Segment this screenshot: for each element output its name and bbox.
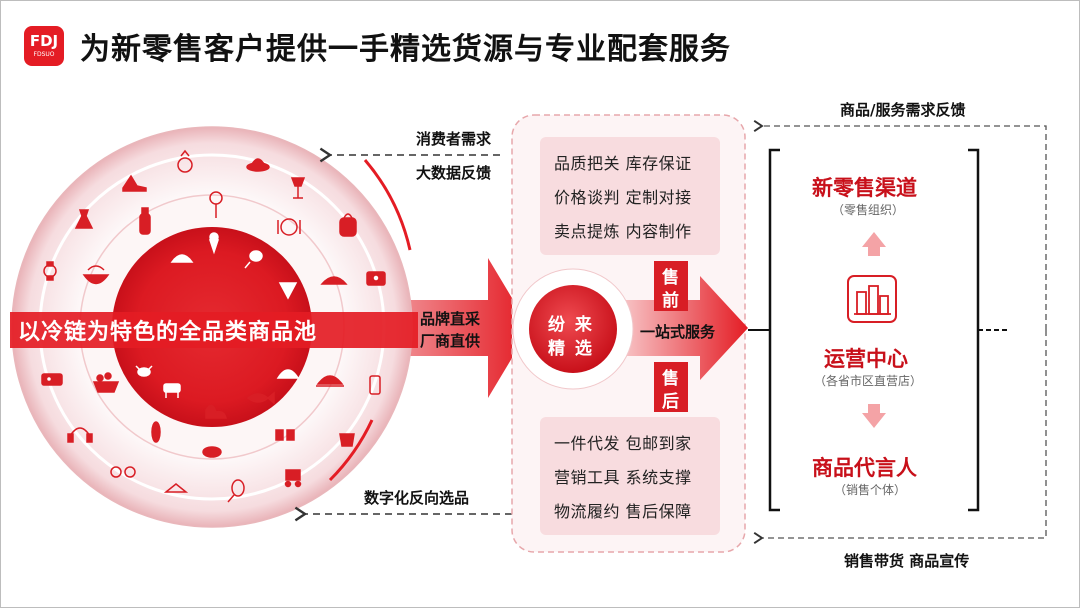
logo-text: FDJ <box>29 32 59 50</box>
lamp-icon <box>290 177 306 199</box>
lollipop-icon <box>209 191 223 218</box>
down-arrow-icon <box>862 404 886 428</box>
logo-subtext: FDSUO <box>33 51 55 58</box>
food-basket-icon <box>92 372 120 393</box>
product-pool-label: 以冷链为特色的全品类商品池 <box>18 320 318 345</box>
pizza-icon <box>278 282 298 300</box>
post-sale-item: 一件代发 包邮到家 <box>554 434 692 453</box>
pre-sale-tag-char1: 售 <box>662 268 679 288</box>
pre-sale-tag <box>654 261 688 311</box>
reverse-selection-label: 数字化反向选品 <box>364 489 470 507</box>
noodles-icon <box>82 265 110 285</box>
one-stop-service-label: 一站式服务 <box>640 323 716 341</box>
hub-circle <box>529 285 617 373</box>
taco-icon <box>170 254 194 263</box>
heel-shoe-icon <box>122 174 147 192</box>
fish-icon <box>246 391 275 405</box>
watch-icon <box>43 261 57 281</box>
page-title: 为新零售客户提供一手精选货源与专业配套服务 <box>80 32 731 67</box>
goose-icon <box>205 404 227 419</box>
drumstick-icon <box>244 250 263 269</box>
hub-title-line1: 纷 来 <box>548 315 594 335</box>
pre-sale-item: 价格谈判 定制对接 <box>554 188 692 207</box>
service-feedback-arrow <box>753 119 1047 330</box>
pre-sale-item: 品质把关 库存保证 <box>554 154 692 173</box>
consumer-demand-label: 消费者需求 <box>416 130 492 148</box>
factory-direct-label: 厂商直供 <box>420 332 481 350</box>
backpack-icon <box>339 213 357 237</box>
pre-sale-tag-char2: 前 <box>662 291 679 311</box>
crab-icon <box>135 365 153 377</box>
ice-cream-icon <box>208 232 220 255</box>
channel-sub-ambassador: （销售个体） <box>834 483 907 497</box>
right-bracket-left <box>768 148 780 512</box>
pre-sale-box <box>540 137 720 255</box>
channel-name-retail: 新零售渠道 <box>812 176 917 200</box>
pool-label-band <box>10 312 418 348</box>
headphones-icon <box>67 427 93 443</box>
shell-icon <box>276 369 300 379</box>
supply-arrow <box>330 258 530 398</box>
channel-sub-retail: （零售组织） <box>832 203 905 217</box>
service-feedback-label: 商品/服务需求反馈 <box>840 101 966 119</box>
phone-icon <box>369 375 381 395</box>
post-sale-tag-char1: 售 <box>662 369 679 389</box>
pie-icon <box>320 276 348 285</box>
right-bracket-right <box>968 148 980 512</box>
projector-icon <box>41 373 63 386</box>
pre-sale-item: 卖点提炼 内容制作 <box>554 222 692 241</box>
brand-direct-label: 品牌直采 <box>420 310 481 328</box>
up-arrow-icon <box>862 232 886 256</box>
product-icons <box>41 149 386 503</box>
dress-icon <box>74 209 94 229</box>
corn-icon <box>151 421 161 443</box>
baby-bottle-icon <box>139 207 151 235</box>
stroller-icon <box>284 469 302 488</box>
post-sale-item: 营销工具 系统支撑 <box>554 468 692 487</box>
hanger-icon <box>163 483 189 493</box>
racket-icon <box>227 479 245 503</box>
channel-sub-operations: （各省市区直营店） <box>814 374 923 388</box>
post-sale-tag-char2: 后 <box>662 392 679 412</box>
plate-icon <box>277 218 301 236</box>
camera-icon <box>366 271 386 286</box>
channel-name-ambassador: 商品代言人 <box>812 456 917 480</box>
glasses-icon <box>110 466 136 478</box>
cloche-icon <box>316 375 344 387</box>
big-data-feedback-label: 大数据反馈 <box>416 164 492 182</box>
bucket-icon <box>339 433 355 447</box>
ring-icon <box>177 149 193 173</box>
sushi-icon <box>202 446 222 458</box>
sales-promotion-label: 销售带货 商品宣传 <box>844 552 970 570</box>
post-sale-box <box>540 417 720 535</box>
hub-title-line2: 精 选 <box>548 339 594 359</box>
one-stop-arrow <box>600 276 748 380</box>
cow-icon <box>163 383 181 398</box>
channel-name-operations: 运营中心 <box>824 347 908 371</box>
toast-icon <box>275 429 295 441</box>
building-icon <box>847 275 897 323</box>
post-sale-tag <box>654 362 688 412</box>
brand-logo: FDJ FDSUO <box>24 26 64 66</box>
hat-icon <box>246 158 270 172</box>
post-sale-item: 物流履约 售后保障 <box>554 502 692 521</box>
